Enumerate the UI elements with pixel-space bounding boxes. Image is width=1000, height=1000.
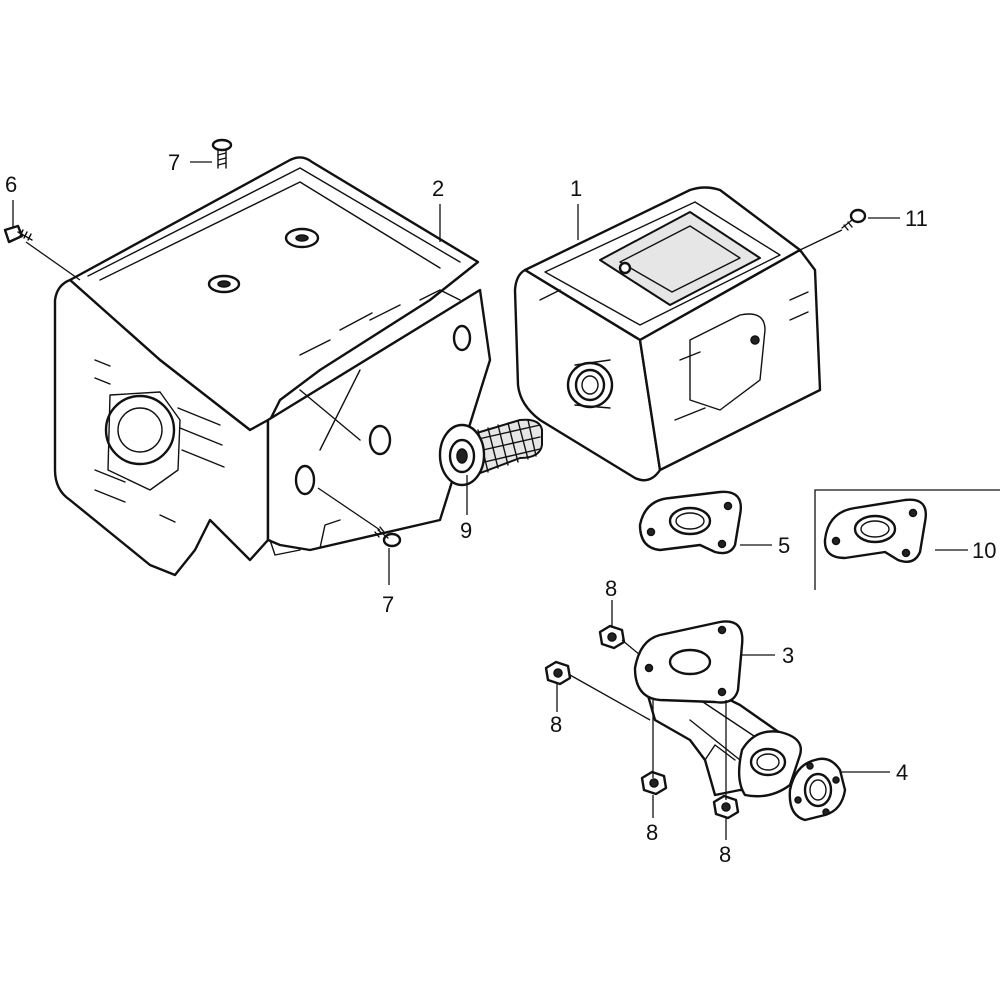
muffler-part (513, 186, 822, 482)
callout-9: 9 (460, 518, 472, 543)
screw-7-bottom-part (374, 526, 402, 548)
nut-8-left-part (544, 660, 572, 686)
callout-3: 3 (782, 643, 794, 668)
muffler-gasket-part (638, 490, 742, 555)
muffler-protector-part (53, 156, 492, 577)
callout-1: 1 (570, 176, 582, 201)
callout-2: 2 (432, 176, 444, 201)
callout-10: 10 (972, 538, 996, 563)
callout-8-lower-right: 8 (719, 842, 731, 867)
screw-7-top-part (211, 138, 233, 169)
callout-5: 5 (778, 533, 790, 558)
alternate-gasket-part (814, 489, 1000, 590)
callout-8-lower-left: 8 (646, 820, 658, 845)
spark-arrester-part (438, 418, 543, 487)
callout-11: 11 (905, 206, 928, 231)
callout-7-top: 7 (168, 150, 180, 175)
callout-4: 4 (896, 760, 908, 785)
callout-8-upper: 8 (605, 576, 617, 601)
nut-8-lower-left-part (640, 770, 668, 796)
nut-8-upper-part (598, 624, 626, 650)
callout-7-bottom: 7 (382, 592, 394, 617)
nut-8-lower-right-part (712, 794, 740, 820)
exhaust-gasket-part (788, 757, 847, 822)
callout-8-left: 8 (550, 712, 562, 737)
exhaust-joint-part (633, 620, 802, 798)
bolt-11-part (841, 208, 867, 231)
bolt-6-part (3, 224, 33, 244)
callout-6: 6 (5, 172, 17, 197)
leader-lines (12, 161, 968, 840)
